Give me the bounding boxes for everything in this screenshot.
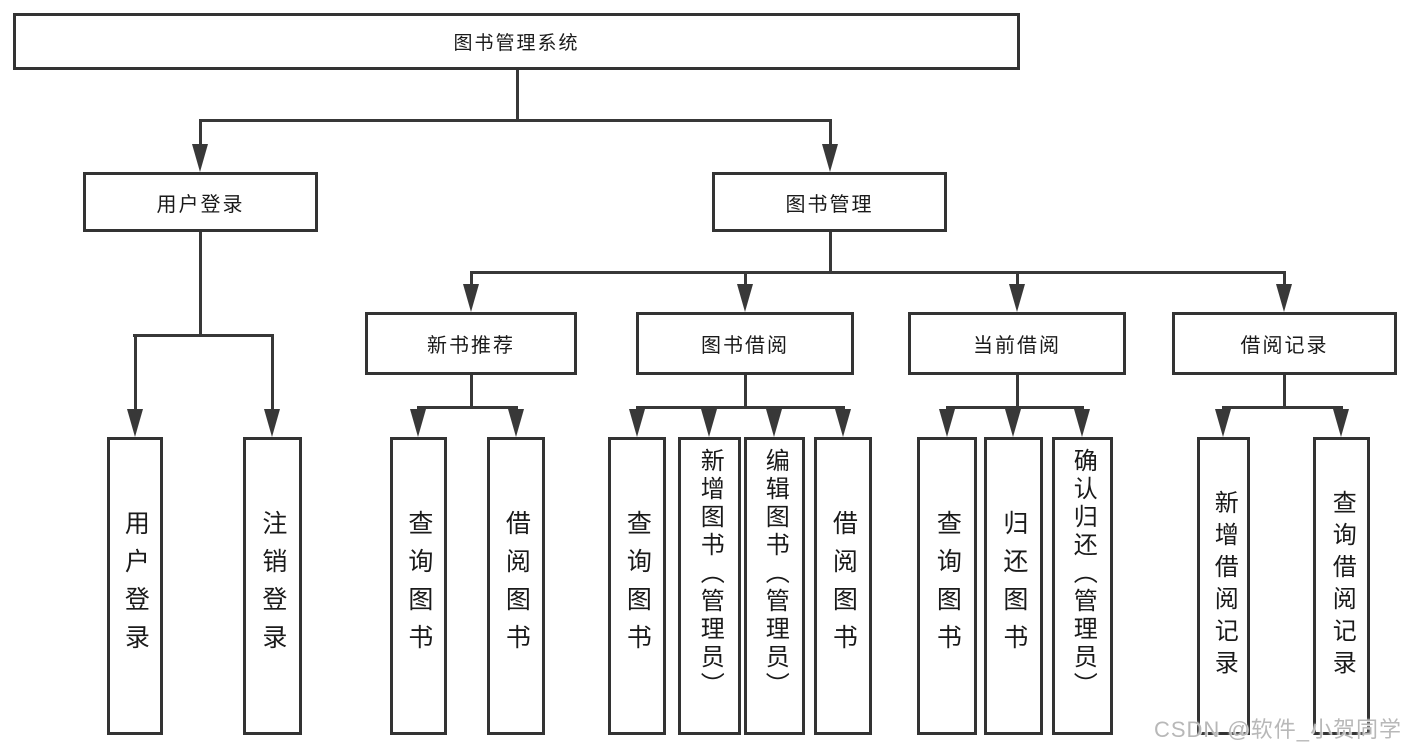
leaf-add-borrow-record: 新增借阅记录 [1197,437,1250,735]
node-user-login: 用户登录 [83,172,318,232]
node-book-management-label: 图书管理 [785,193,874,216]
connector-drop-leaf-logout [271,334,274,412]
leaf-label: 借阅图书 [502,510,531,662]
connector-group3-branch [946,406,1084,409]
leaf-label: 查询图书 [623,510,652,662]
arrowhead-icon [1333,409,1349,437]
leaf-label: 查询图书 [933,510,962,662]
connector-group3-stub [1016,375,1019,408]
arrowhead-icon [835,409,851,437]
arrowhead-icon [1005,409,1021,437]
connector-drop-book-mgmt [829,119,832,149]
leaf-label: 查询图书 [404,510,433,662]
node-root-label: 图书管理系统 [453,33,580,54]
arrowhead-icon [192,144,208,172]
leaf-edit-book-admin: 编辑图书（管理员） [744,437,805,735]
arrowhead-icon [1074,409,1090,437]
connector-book-mgmt-branch [470,271,1286,274]
connector-drop-current-borrow [1016,271,1019,287]
leaf-label: 新增借阅记录 [1210,490,1238,682]
leaf-label: 用户登录 [121,510,150,662]
leaf-label: 借阅图书 [829,510,858,662]
connector-root-stub [516,70,519,120]
connector-user-login-branch [133,334,274,337]
node-new-book-recommend: 新书推荐 [365,312,577,375]
arrowhead-icon [264,409,280,437]
leaf-label: 新增图书（管理员） [696,448,724,700]
leaf-borrow-books-recommend: 借阅图书 [487,437,545,735]
node-current-borrow-label: 当前借阅 [973,335,1061,357]
connector-drop-user-login [199,119,202,149]
arrowhead-icon [629,409,645,437]
arrowhead-icon [701,409,717,437]
node-borrow-records: 借阅记录 [1172,312,1397,375]
arrowhead-icon [1215,409,1231,437]
node-new-book-recommend-label: 新书推荐 [427,335,515,357]
leaf-label: 归还图书 [999,510,1028,662]
leaf-return-book: 归还图书 [984,437,1043,735]
leaf-label: 查询借阅记录 [1328,490,1356,682]
node-borrow-records-label: 借阅记录 [1240,335,1329,357]
arrowhead-icon [463,284,479,312]
arrowhead-icon [737,284,753,312]
connector-root-branch [199,119,832,122]
connector-drop-new-book [470,271,473,287]
connector-group1-stub [470,375,473,408]
node-book-borrow-label: 图书借阅 [701,335,789,357]
node-root: 图书管理系统 [13,13,1020,70]
arrowhead-icon [1276,284,1292,312]
node-book-management: 图书管理 [712,172,947,232]
leaf-query-books-current: 查询图书 [917,437,977,735]
connector-group4-stub [1283,375,1286,408]
connector-book-mgmt-stub [829,232,832,273]
connector-group1-branch [417,406,518,409]
leaf-add-book-admin: 新增图书（管理员） [678,437,741,735]
node-user-login-label: 用户登录 [156,193,245,216]
arrowhead-icon [822,144,838,172]
arrowhead-icon [410,409,426,437]
node-book-borrow: 图书借阅 [636,312,854,375]
connector-drop-leaf-login [134,334,137,412]
leaf-confirm-return-admin: 确认归还（管理员） [1052,437,1113,735]
arrowhead-icon [508,409,524,437]
leaf-logout: 注销登录 [243,437,302,735]
leaf-query-borrow-record: 查询借阅记录 [1313,437,1370,735]
connector-drop-book-borrow [744,271,747,287]
leaf-label: 注销登录 [258,510,287,662]
connector-user-login-stub [199,232,202,336]
leaf-query-books-borrow: 查询图书 [608,437,666,735]
connector-drop-borrow-records [1283,271,1286,287]
leaf-user-login: 用户登录 [107,437,163,735]
arrowhead-icon [127,409,143,437]
leaf-label: 确认归还（管理员） [1069,448,1097,700]
leaf-label: 编辑图书（管理员） [761,448,789,700]
leaf-query-books-recommend: 查询图书 [390,437,447,735]
leaf-borrow-books: 借阅图书 [814,437,872,735]
arrowhead-icon [766,409,782,437]
csdn-watermark: CSDN @软件_小贺同学 [1153,717,1402,742]
connector-group4-branch [1222,406,1343,409]
arrowhead-icon [939,409,955,437]
connector-group2-stub [744,375,747,408]
arrowhead-icon [1009,284,1025,312]
connector-group2-branch [636,406,845,409]
node-current-borrow: 当前借阅 [908,312,1126,375]
